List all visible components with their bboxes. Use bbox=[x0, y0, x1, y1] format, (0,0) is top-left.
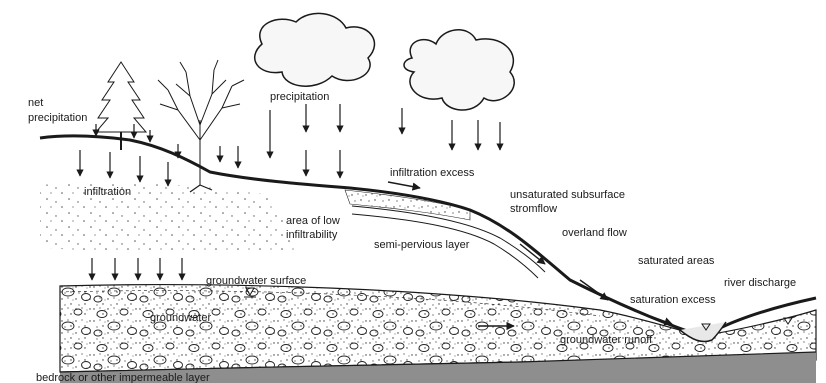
groundwater-label: groundwater bbox=[150, 312, 211, 324]
saturation-excess-label: saturation excess bbox=[630, 294, 716, 306]
deciduous-tree-icon bbox=[158, 60, 244, 192]
overland-flow-label: overland flow bbox=[562, 227, 627, 239]
infiltration-zone bbox=[40, 183, 300, 253]
river-discharge-label: river discharge bbox=[724, 277, 796, 289]
unsaturated-subsurface-label-line1: unsaturated subsurface bbox=[510, 189, 625, 201]
infiltration-label: infiltration bbox=[84, 186, 131, 198]
infiltration-excess-label: infiltration excess bbox=[390, 167, 475, 179]
net-precipitation-label-line2: precipitation bbox=[28, 112, 87, 124]
net-precipitation-label-line1: net bbox=[28, 97, 43, 109]
cloud-icon bbox=[255, 13, 375, 86]
recharge-arrows bbox=[92, 258, 182, 280]
groundwater-runoff-label: groundwater runoff bbox=[560, 334, 653, 346]
saturated-areas-label: saturated areas bbox=[638, 255, 715, 267]
net-precipitation-arrows bbox=[96, 124, 238, 168]
cloud-icon bbox=[404, 30, 514, 110]
precipitation-label: precipitation bbox=[270, 91, 329, 103]
infiltration-arrows bbox=[80, 150, 168, 186]
bedrock-label: bedrock or other impermeable layer bbox=[36, 372, 210, 383]
groundwater-surface-label: groundwater surface bbox=[206, 275, 306, 287]
low-infiltrability-label-line2: infiltrability bbox=[286, 229, 338, 241]
low-infiltrability-label-line1: area of low bbox=[286, 215, 340, 227]
slope-flow-arrow bbox=[580, 280, 608, 300]
unsaturated-subsurface-label-line2: stromflow bbox=[510, 203, 557, 215]
semi-pervious-layer-label: semi-pervious layer bbox=[374, 239, 470, 251]
infiltration-excess-arrow bbox=[388, 182, 420, 188]
